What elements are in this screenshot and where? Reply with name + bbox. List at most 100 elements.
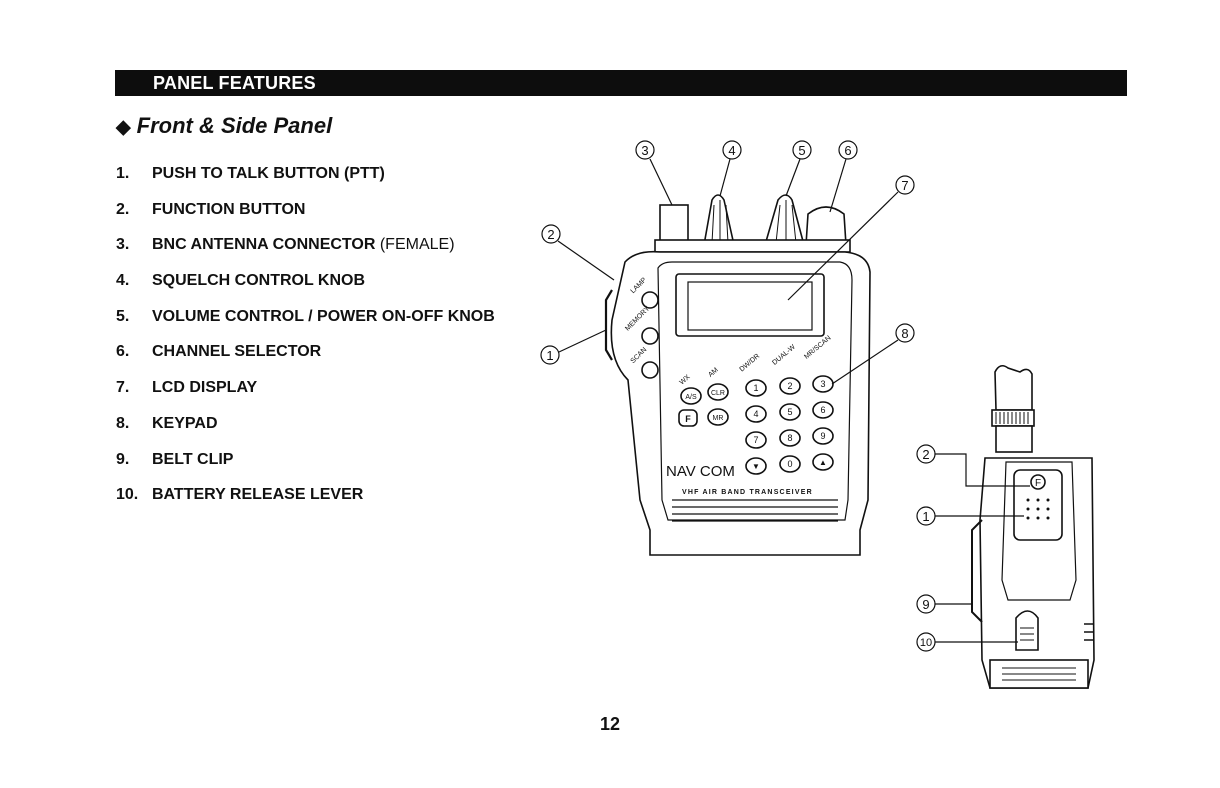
callout-circle — [838, 140, 858, 160]
front-callouts: 3 4 5 6 7 2 8 1 — [540, 140, 915, 365]
battery-pack-ribs — [1002, 667, 1076, 681]
feature-label: FUNCTION BUTTON — [152, 200, 306, 218]
keypad-key — [779, 429, 801, 447]
keypad-key-label: 2 — [787, 381, 792, 391]
header-title: PANEL FEATURES — [153, 73, 316, 93]
keypad-key-label: 1 — [753, 383, 758, 393]
feature-label: SQUELCH CONTROL KNOB — [152, 272, 366, 290]
feature-number: 5. — [116, 307, 130, 325]
model-caption: VHF AIR BAND TRANSCEIVER — [682, 489, 813, 496]
callout-number: 8 — [901, 326, 908, 341]
feature-label: LCD DISPLAY — [152, 379, 258, 397]
keypad-key — [779, 377, 801, 395]
leader-line — [785, 158, 801, 197]
feature-item: 8.KEYPAD — [116, 410, 495, 446]
squelch-knob-ridge — [711, 200, 729, 244]
section-title: ◆Front & Side Panel — [116, 113, 332, 139]
leader-line — [787, 191, 899, 301]
feature-item: 5.VOLUME CONTROL / POWER ON-OFF KNOB — [116, 303, 495, 339]
diamond-icon: ◆ — [116, 117, 131, 138]
callout-circle — [895, 175, 915, 195]
top-plate — [654, 239, 851, 253]
front-leader-lines — [557, 158, 899, 385]
feature-number: 9. — [116, 450, 130, 468]
keypad-key — [707, 383, 729, 401]
feature-number: 4. — [116, 272, 130, 290]
callout-number: 10 — [920, 637, 932, 649]
feature-number: 6. — [116, 343, 130, 361]
callout-number: 6 — [844, 143, 851, 158]
radio-side-view: F 2 1 9 10 — [916, 364, 1095, 689]
lcd-screen — [687, 281, 813, 331]
side-inner-panel — [1001, 461, 1077, 601]
callout-number: 1 — [546, 348, 553, 363]
callout-circle — [722, 140, 742, 160]
channel-selector-knob — [805, 206, 847, 246]
keypad-key-label: 9 — [820, 431, 825, 441]
keypad-key — [745, 379, 767, 397]
function-key-label: F — [685, 414, 691, 424]
side-latch-ribs — [1084, 623, 1094, 641]
section-title-text: Front & Side Panel — [136, 113, 333, 138]
keypad-key — [812, 453, 834, 471]
keypad-key-label: 4 — [753, 409, 758, 419]
antenna-ribs — [995, 412, 1029, 424]
feature-number: 7. — [116, 379, 130, 397]
keypad-key — [745, 431, 767, 449]
keypad-key-label: 3 — [820, 379, 825, 389]
antenna-base — [995, 425, 1033, 453]
callout-circle — [895, 323, 915, 343]
memory-key — [641, 327, 659, 345]
feature-number: 10. — [116, 486, 139, 504]
feature-label: BATTERY RELEASE LEVER — [152, 486, 364, 504]
side-function-key-label: F — [1035, 478, 1041, 489]
feature-item: 1.PUSH TO TALK BUTTON (PTT) — [116, 160, 495, 196]
callout-circle — [541, 224, 561, 244]
feature-item: 9. BELT CLIP — [116, 446, 495, 482]
keypad-key — [707, 408, 729, 426]
feature-label: PUSH TO TALK BUTTON (PTT) — [152, 165, 385, 182]
callout-number: 2 — [547, 227, 554, 242]
feature-item: 4. SQUELCH CONTROL KNOB — [116, 267, 495, 303]
feature-item: 2.FUNCTION BUTTON — [116, 196, 495, 232]
feature-item: 6.CHANNEL SELECTOR — [116, 338, 495, 374]
feature-note: (FEMALE) — [375, 236, 455, 254]
keypad-key-label: ▲ — [819, 458, 827, 467]
feature-label: KEYPAD — [152, 414, 218, 432]
side-edge — [604, 289, 613, 361]
leader-line — [649, 158, 673, 206]
keypad-key-label: 5 — [787, 407, 792, 417]
leader-line — [557, 240, 615, 281]
keypad-key-label: 0 — [787, 459, 792, 469]
leader-line — [829, 158, 847, 213]
bnc-antenna-connector — [659, 204, 689, 246]
side-callouts: 2 1 9 10 — [916, 444, 936, 652]
keypad-key — [745, 405, 767, 423]
keypad: A/S CLR 1 2 3 F MR 4 5 6 7 8 9 — [678, 375, 834, 475]
volume-knob-ridge — [775, 200, 797, 244]
feature-label: BELT CLIP — [152, 450, 234, 468]
keypad-key — [812, 401, 834, 419]
ptt-grip-dots — [1026, 498, 1050, 520]
page-number: 12 — [599, 714, 621, 734]
side-leader-lines — [935, 453, 1030, 643]
callout-circle — [792, 140, 812, 160]
antenna — [994, 364, 1033, 411]
callout-number: 5 — [798, 143, 805, 158]
battery-release-lever — [1015, 610, 1039, 651]
keypad-key-label: A/S — [685, 394, 697, 401]
callout-circle — [635, 140, 655, 160]
feature-list: 1.PUSH TO TALK BUTTON (PTT) 2.FUNCTION B… — [116, 160, 495, 517]
ptt-button-plate — [1013, 469, 1063, 541]
callout-number: 1 — [922, 509, 929, 524]
section-header-bar: PANEL FEATURES — [115, 70, 1127, 96]
brand-label: NAV COM — [666, 463, 735, 480]
keypad-key — [812, 427, 834, 445]
callout-number: 9 — [922, 597, 929, 612]
keypad-key-label: 7 — [753, 435, 758, 445]
keypad-key — [680, 387, 702, 405]
squelch-knob — [703, 194, 735, 246]
keypad-key-label: 8 — [787, 433, 792, 443]
belt-clip — [971, 519, 983, 623]
